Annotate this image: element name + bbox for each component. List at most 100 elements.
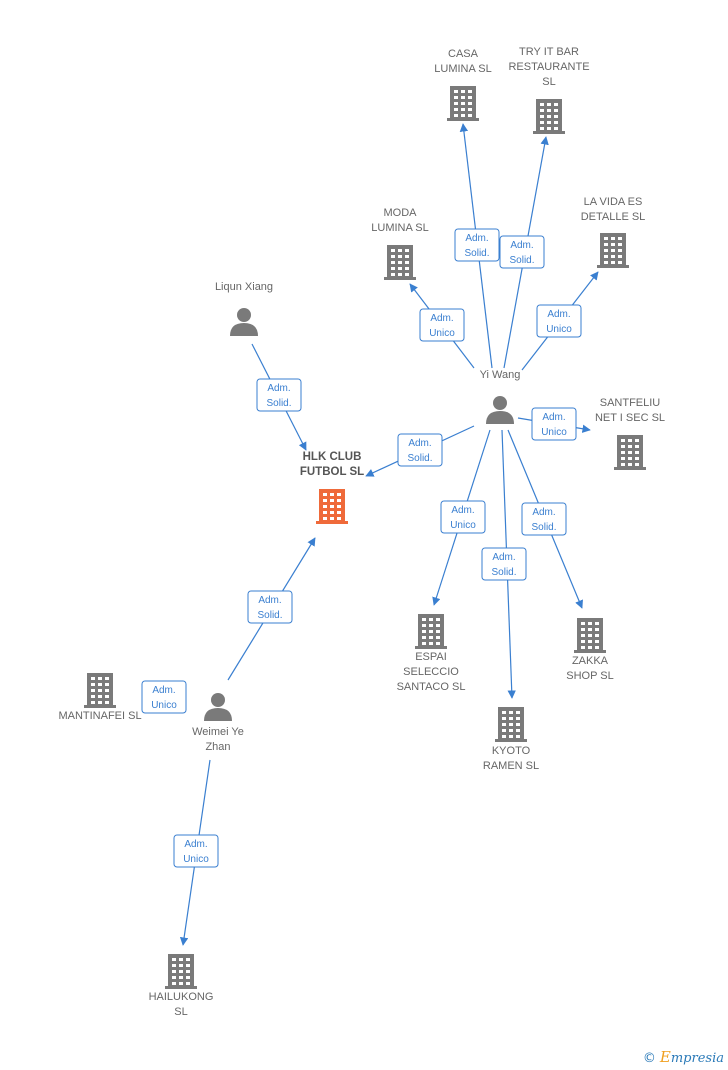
node-weimei[interactable]: Weimei Ye Zhan (192, 693, 244, 753)
node-label: RAMEN SL (483, 760, 539, 772)
building-icon (384, 245, 416, 280)
role-badge[interactable] (531, 407, 577, 441)
role-label: Adm. (152, 685, 175, 696)
node-label: SANTACO SL (397, 681, 466, 693)
role-label: Adm. (542, 412, 565, 423)
node-mantinafei[interactable]: MANTINAFEI SL (58, 673, 142, 722)
node-label: DETALLE SL (581, 211, 646, 223)
node-zakka[interactable]: ZAKKA SHOP SL (566, 618, 614, 682)
role-label: Adm. (510, 240, 533, 251)
node-label: KYOTO (492, 745, 531, 757)
role-badge[interactable] (419, 308, 465, 342)
role-label: Solid. (266, 398, 291, 409)
node-label: CASA (448, 48, 479, 60)
edge-yiwang-espai: Adm.Unico (432, 429, 491, 606)
building-icon (165, 954, 197, 989)
node-yiwang[interactable]: Yi Wang (480, 369, 521, 424)
building-icon (597, 233, 629, 268)
node-casa[interactable]: CASA LUMINA SL (434, 48, 492, 121)
role-badge[interactable] (499, 235, 545, 269)
role-label: Adm. (408, 438, 431, 449)
role-label: Solid. (464, 248, 489, 259)
node-label: ZAKKA (572, 655, 609, 667)
edge-yiwang-moda: Adm. Unico (409, 283, 475, 369)
node-liqun[interactable]: Liqun Xiang (215, 281, 273, 336)
role-badge[interactable] (536, 304, 582, 338)
edge-liqun-hlk: Adm. Solid. (251, 343, 307, 451)
role-badge[interactable] (247, 590, 293, 624)
edge-yiwang-tryit: Adm. Solid. (499, 136, 549, 369)
node-label: Zhan (205, 741, 230, 753)
building-icon (574, 618, 606, 653)
role-label: Unico (450, 520, 476, 531)
role-badge[interactable] (440, 500, 486, 534)
brand-name: mpresia (670, 1051, 724, 1066)
node-label: RESTAURANTE (508, 61, 589, 73)
node-label: MANTINAFEI SL (58, 710, 141, 722)
role-label: Adm. (492, 552, 515, 563)
role-label: Unico (151, 700, 177, 711)
role-label: Adm. (258, 595, 281, 606)
node-label: Weimei Ye (192, 726, 244, 738)
role-badge[interactable] (141, 680, 187, 714)
role-badge[interactable] (256, 378, 302, 412)
role-label: Unico (546, 324, 572, 335)
node-lavida[interactable]: LA VIDA ES DETALLE SL (581, 196, 646, 268)
role-label: Solid. (491, 567, 516, 578)
node-label: SL (174, 1006, 187, 1018)
role-label: Solid. (257, 610, 282, 621)
node-label: LA VIDA ES (584, 196, 643, 208)
building-icon (84, 673, 116, 708)
node-hailukong[interactable]: HAILUKONG SL (149, 954, 214, 1018)
building-icon (533, 99, 565, 134)
person-icon (486, 396, 514, 424)
role-badge[interactable] (454, 228, 500, 262)
building-icon (415, 614, 447, 649)
role-badge[interactable] (397, 433, 443, 467)
edge-yiwang-casa: Adm. Solid. (454, 123, 500, 369)
building-icon (495, 707, 527, 742)
edge-weimei-hlk: Adm. Solid. (227, 537, 316, 681)
role-label: Unico (429, 328, 455, 339)
role-label: Adm. (430, 313, 453, 324)
copyright-symbol: © (642, 1051, 656, 1066)
edge-yiwang-lavida: Adm.Unico (521, 271, 599, 371)
person-icon (230, 308, 258, 336)
node-label: MODA (384, 207, 418, 219)
node-label: HAILUKONG (149, 991, 214, 1003)
role-label: Solid. (531, 522, 556, 533)
role-badge[interactable] (173, 834, 219, 868)
role-label: Solid. (509, 255, 534, 266)
node-label: LUMINA SL (434, 63, 491, 75)
edge-weimei-hailukong: Adm.Unico (173, 759, 219, 946)
role-label: Adm. (267, 383, 290, 394)
edge-yiwang-kyoto: Adm. Solid. (481, 429, 527, 699)
node-label: NET I SEC SL (595, 412, 665, 424)
person-icon (204, 693, 232, 721)
building-icon (614, 435, 646, 470)
node-label: HLK CLUB (303, 451, 362, 463)
empresia-watermark: ©Empresia (643, 1048, 724, 1066)
role-label: Adm. (465, 233, 488, 244)
building-icon (316, 489, 348, 524)
role-label: Unico (541, 427, 567, 438)
role-label: Unico (183, 854, 209, 865)
node-santfeliu[interactable]: SANTFELIU NET I SEC SL (595, 397, 665, 470)
node-label: TRY IT BAR (519, 46, 579, 58)
building-icon (447, 86, 479, 121)
node-label: Yi Wang (480, 369, 521, 381)
role-badge[interactable] (481, 547, 527, 581)
edge-weimei-mantinafei: Adm. Unico (141, 680, 187, 714)
node-label: SHOP SL (566, 670, 614, 682)
node-tryit[interactable]: TRY IT BAR RESTAURANTE SL (508, 46, 590, 134)
node-label: SANTFELIU (600, 397, 661, 409)
brand-initial: E (659, 1048, 671, 1066)
role-label: Adm. (532, 507, 555, 518)
role-badge[interactable] (521, 502, 567, 536)
node-label: SL (542, 76, 555, 88)
node-kyoto[interactable]: KYOTO RAMEN SL (483, 707, 539, 772)
